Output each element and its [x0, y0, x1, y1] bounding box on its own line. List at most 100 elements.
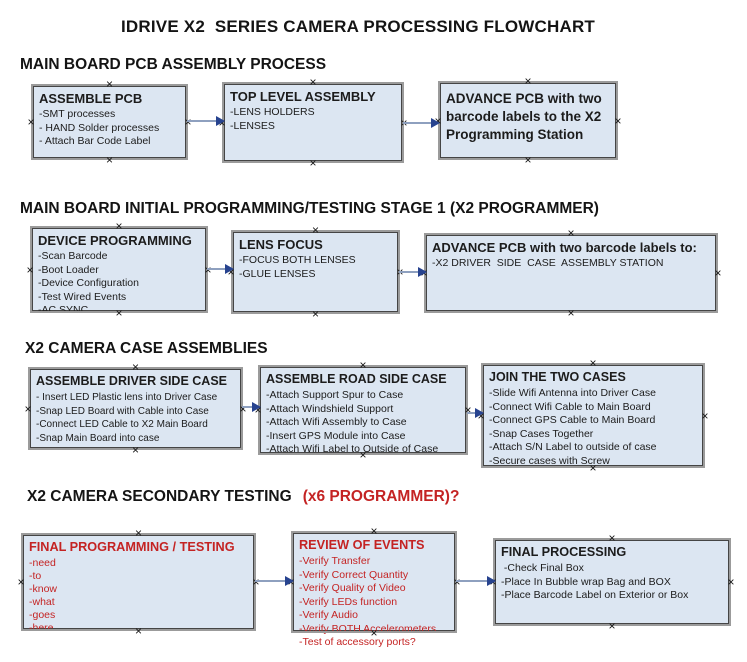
selection-handle-icon[interactable]: [238, 404, 248, 414]
connector-arrow-icon: [242, 402, 261, 412]
box-title: REVIEW OF EVENTS: [299, 538, 425, 552]
selection-handle-icon[interactable]: [588, 463, 598, 473]
box-line: -LENS HOLDERS: [230, 106, 315, 118]
selection-handle-icon[interactable]: [308, 158, 318, 168]
selection-handle-icon[interactable]: [523, 76, 533, 86]
flow-box-advance-pcb-programming-station[interactable]: ADVANCE PCB with two barcode labels to t…: [438, 81, 618, 160]
selection-handle-icon[interactable]: [251, 577, 261, 587]
selection-handle-icon[interactable]: [566, 228, 576, 238]
selection-handle-icon[interactable]: [607, 621, 617, 631]
box-lines: - Insert LED Plastic lens into Driver Ca…: [36, 391, 236, 445]
selection-handle-icon[interactable]: [308, 77, 318, 87]
box-line: -Slide Wifi Antenna into Driver Case: [489, 387, 656, 399]
flow-box-advance-pcb-driver-side-station[interactable]: ADVANCE PCB with two barcode labels to: …: [424, 233, 718, 313]
selection-handle-icon[interactable]: [311, 225, 321, 235]
selection-handle-icon[interactable]: [26, 117, 36, 127]
selection-handle-icon[interactable]: [134, 528, 144, 538]
selection-handle-icon[interactable]: [358, 450, 368, 460]
selection-handle-icon[interactable]: [114, 221, 124, 231]
box-line: - Insert LED Plastic lens into Driver Ca…: [36, 392, 218, 403]
flow-box-assemble-driver-side-case[interactable]: ASSEMBLE DRIVER SIDE CASE - Insert LED P…: [28, 367, 243, 450]
box-lines: -Scan Barcode-Boot Loader-Device Configu…: [38, 250, 201, 318]
connector-arrow-icon: [207, 264, 234, 274]
box-line: -Scan Barcode: [38, 250, 108, 262]
box-lines: -need-to-know-what-goes-here: [29, 557, 249, 635]
box-line: -Attach Windshield Support: [266, 402, 394, 415]
box-line: -Place Barcode Label on Exterior or Box: [501, 589, 689, 601]
box-line: -Verify BOTH Accelerometers: [299, 622, 437, 635]
box-title: FINAL PROGRAMMING / TESTING: [29, 540, 235, 554]
selection-handle-icon[interactable]: [726, 577, 736, 587]
selection-handle-icon[interactable]: [134, 626, 144, 636]
box-lines: -SMT processes- HAND Solder processes- A…: [39, 108, 181, 149]
box-title: ADVANCE PCB with two barcode labels to:: [432, 240, 697, 255]
box-line: -Verify Quality of Video: [299, 582, 406, 594]
selection-handle-icon[interactable]: [369, 526, 379, 536]
box-lines: -X2 DRIVER SIDE CASE ASSEMBLY STATION: [432, 257, 711, 271]
selection-handle-icon[interactable]: [25, 265, 35, 275]
flow-box-final-processing[interactable]: FINAL PROCESSING -Check Final Box-Place …: [493, 538, 731, 626]
box-line: -Snap LED Board with Cable into Case: [36, 405, 209, 417]
box-line: -Verify Transfer: [299, 555, 371, 567]
flow-box-lens-focus[interactable]: LENS FOCUS -FOCUS BOTH LENSES-GLUE LENSE…: [231, 230, 400, 314]
flow-box-assemble-road-side-case[interactable]: ASSEMBLE ROAD SIDE CASE -Attach Support …: [258, 365, 468, 455]
selection-handle-icon[interactable]: [183, 117, 193, 127]
box-lines: -Verify Transfer-Verify Correct Quantity…: [299, 555, 450, 650]
box-line: -to: [29, 570, 42, 582]
box-line: -Snap Main Board into case: [36, 432, 160, 444]
box-line: -Connect Wifi Cable to Main Board: [489, 400, 651, 413]
box-line: -Attach Wifi Label to Outside of Case: [266, 443, 439, 455]
box-title: FINAL PROCESSING: [501, 545, 627, 559]
connector-arrow-icon: [399, 267, 427, 277]
selection-handle-icon[interactable]: [369, 628, 379, 638]
box-line: -what: [29, 596, 55, 608]
flow-box-final-programming-testing[interactable]: FINAL PROGRAMMING / TESTING -need-to-kno…: [21, 533, 256, 634]
box-line: -Connect LED Cable to X2 Main Board: [36, 419, 208, 430]
box-line: -goes: [29, 609, 56, 621]
selection-handle-icon[interactable]: [700, 411, 710, 421]
selection-handle-icon[interactable]: [23, 404, 33, 414]
selection-handle-icon[interactable]: [607, 533, 617, 543]
box-line: -Device Configuration: [38, 277, 139, 289]
box-title: ADVANCE PCB with two barcode labels to t…: [446, 91, 602, 142]
flow-box-review-of-events[interactable]: REVIEW OF EVENTS -Verify Transfer-Verify…: [291, 531, 457, 648]
box-line: -Connect GPS Cable to Main Board: [489, 414, 656, 426]
box-line: -here: [29, 622, 54, 634]
selection-handle-icon[interactable]: [311, 309, 321, 319]
box-line: -Attach Support Spur to Case: [266, 389, 404, 401]
box-line: -Place In Bubble wrap Bag and BOX: [501, 575, 671, 588]
selection-handle-icon[interactable]: [523, 155, 533, 165]
selection-handle-icon[interactable]: [105, 79, 115, 89]
selection-handle-icon[interactable]: [131, 362, 141, 372]
box-line: -FOCUS BOTH LENSES: [239, 254, 356, 266]
connector-arrow-icon: [187, 116, 225, 126]
box-line: -Attach Wifi Assembly to Case: [266, 416, 407, 428]
box-line: -know: [29, 583, 58, 595]
flow-box-device-programming[interactable]: DEVICE PROGRAMMING -Scan Barcode-Boot Lo…: [30, 226, 208, 316]
selection-handle-icon[interactable]: [16, 577, 26, 587]
box-lines: -Slide Wifi Antenna into Driver Case-Con…: [489, 387, 698, 468]
selection-handle-icon[interactable]: [713, 268, 723, 278]
selection-handle-icon[interactable]: [452, 577, 462, 587]
box-title: ASSEMBLE DRIVER SIDE CASE: [36, 374, 228, 388]
selection-handle-icon[interactable]: [588, 358, 598, 368]
selection-handle-icon[interactable]: [613, 116, 623, 126]
section-heading-case-assemblies: X2 CAMERA CASE ASSEMBLIES: [25, 340, 268, 357]
selection-handle-icon[interactable]: [131, 445, 141, 455]
flow-box-join-the-two-cases[interactable]: JOIN THE TWO CASES -Slide Wifi Antenna i…: [481, 363, 705, 468]
flow-box-top-level-assembly[interactable]: TOP LEVEL ASSEMBLY -LENS HOLDERS-LENSES: [222, 82, 404, 163]
box-lines: -LENS HOLDERS-LENSES: [230, 106, 397, 133]
connector-arrow-icon: [255, 576, 294, 586]
selection-handle-icon[interactable]: [105, 155, 115, 165]
box-line: -Verify Audio: [299, 609, 358, 621]
box-line: -Attach S/N Label to outside of case: [489, 441, 657, 453]
selection-handle-icon[interactable]: [358, 360, 368, 370]
selection-handle-icon[interactable]: [566, 308, 576, 318]
box-title: LENS FOCUS: [239, 237, 323, 252]
flow-box-assemble-pcb[interactable]: ASSEMBLE PCB -SMT processes- HAND Solder…: [31, 84, 188, 160]
box-lines: -FOCUS BOTH LENSES-GLUE LENSES: [239, 254, 393, 281]
box-line: -Secure cases with Screw: [489, 454, 610, 467]
selection-handle-icon[interactable]: [114, 308, 124, 318]
connector-arrow-icon: [456, 576, 496, 586]
